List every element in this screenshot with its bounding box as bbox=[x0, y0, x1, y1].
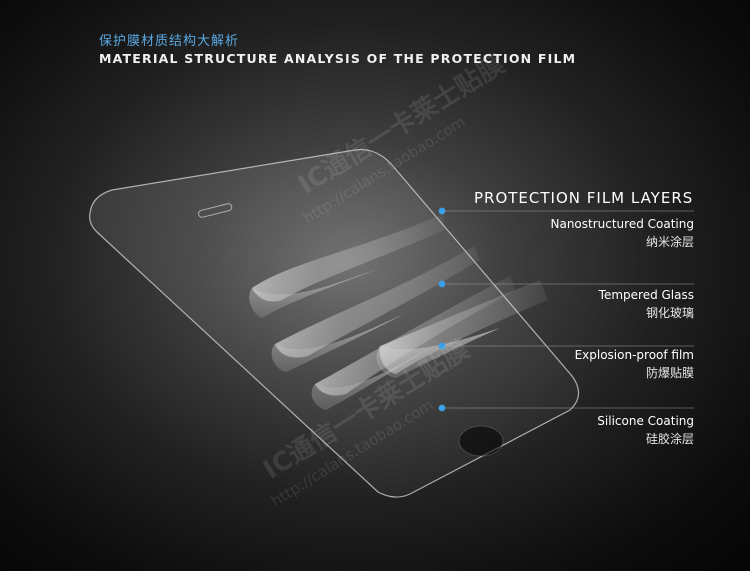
layer-label-explosion-proof: Explosion-proof film bbox=[574, 348, 694, 362]
layer-curl-1 bbox=[249, 214, 445, 318]
layers-heading: PROTECTION FILM LAYERS bbox=[474, 189, 694, 207]
layer-label-silicone: Silicone Coating bbox=[597, 414, 694, 428]
pointer-dot-explosion bbox=[438, 342, 446, 350]
layer-curl-2 bbox=[271, 246, 480, 372]
layer-label-silicone-cn: 硅胶涂层 bbox=[645, 432, 694, 446]
layer-label-nanostructured: Nanostructured Coating bbox=[550, 217, 694, 231]
layer-label-tempered-glass-cn: 钢化玻璃 bbox=[645, 306, 694, 320]
page-title-chinese: 保护膜材质结构大解析 bbox=[99, 34, 240, 49]
pointer-dots bbox=[438, 207, 446, 412]
layer-label-nanostructured-cn: 纳米涂层 bbox=[645, 235, 694, 249]
layer-label-tempered-glass: Tempered Glass bbox=[598, 288, 694, 302]
page-title-english: MATERIAL STRUCTURE ANALYSIS OF THE PROTE… bbox=[99, 51, 577, 66]
layer-label-explosion-proof-cn: 防爆贴膜 bbox=[645, 366, 694, 380]
pointer-dot-tempered bbox=[438, 280, 446, 288]
layer-curl-4 bbox=[376, 280, 548, 378]
pointer-lines bbox=[442, 210, 694, 409]
pointer-dot-nanostructured bbox=[438, 207, 446, 215]
pointer-dot-silicone bbox=[438, 404, 446, 412]
